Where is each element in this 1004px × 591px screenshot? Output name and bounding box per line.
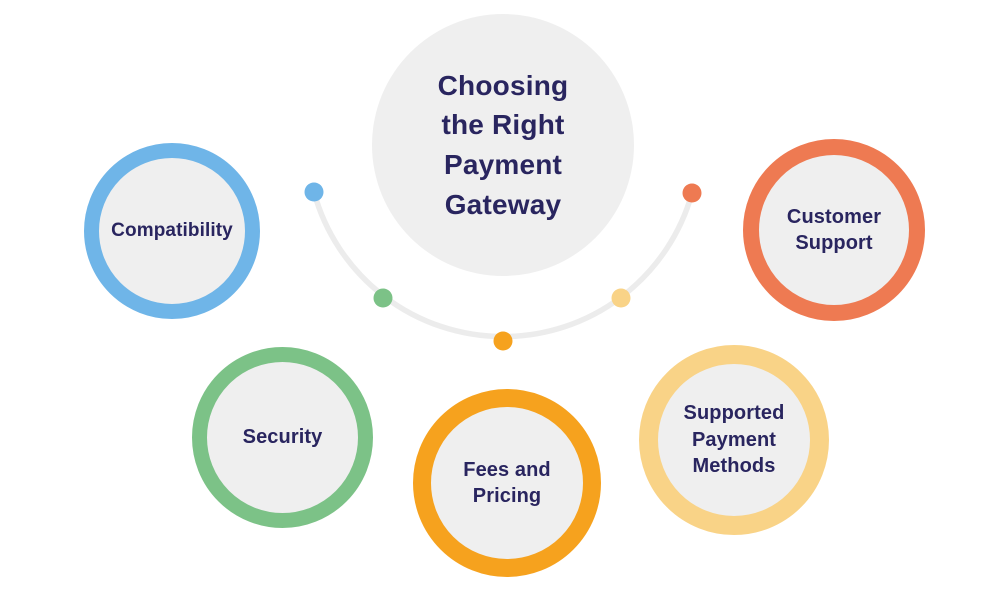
node-fees-and-pricing-label: Fees and Pricing <box>463 458 551 507</box>
node-supported-payment-methods: Supported Payment Methods <box>639 345 829 535</box>
node-compatibility: Compatibility <box>84 143 260 319</box>
node-security: Security <box>192 347 373 528</box>
customer-support-dot <box>682 183 702 203</box>
node-compatibility-label: Compatibility <box>111 220 233 242</box>
node-customer-support: Customer Support <box>743 139 925 321</box>
node-fees-and-pricing: Fees and Pricing <box>413 389 601 577</box>
security-dot <box>373 288 393 308</box>
node-customer-support-label: Customer Support <box>786 205 882 254</box>
center-title-circle: Choosing the Right Payment Gateway <box>372 14 634 276</box>
fees-dot <box>493 331 513 351</box>
payment-methods-dot <box>611 288 631 308</box>
compatibility-dot <box>304 182 324 202</box>
node-security-label: Security <box>242 426 323 449</box>
node-supported-payment-methods-label: Supported Payment Methods <box>683 402 785 478</box>
diagram-title: Choosing the Right Payment Gateway <box>437 69 569 220</box>
